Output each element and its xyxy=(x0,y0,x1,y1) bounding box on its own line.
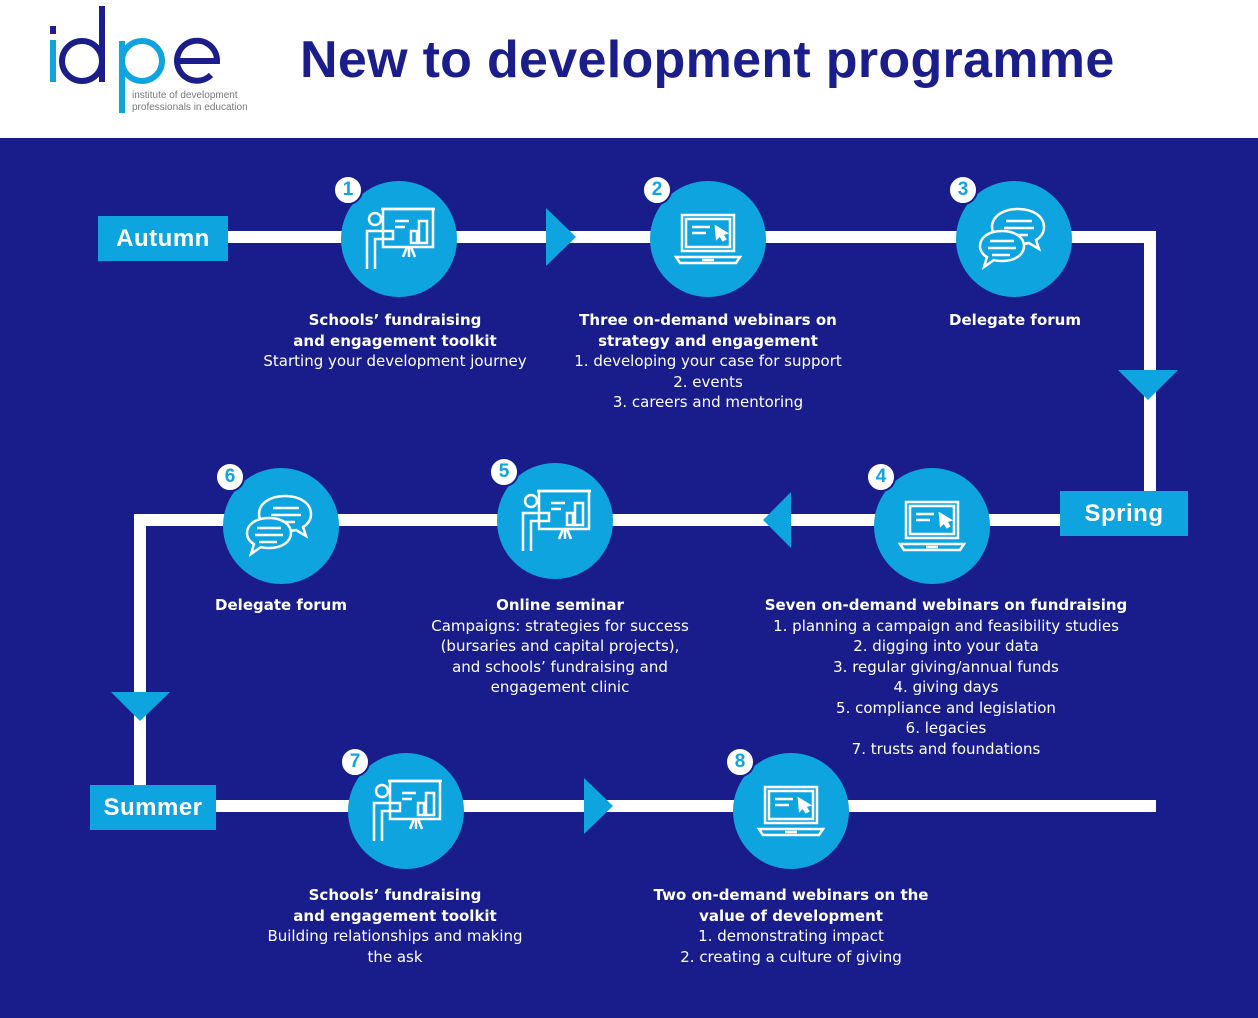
season-label-spring: Spring xyxy=(1060,491,1188,536)
presentation-icon xyxy=(359,199,439,279)
step-detail: 2. events xyxy=(673,372,743,391)
step-number-badge: 1 xyxy=(333,175,363,205)
step-description: Delegate forum xyxy=(815,310,1215,331)
presentation-icon xyxy=(515,481,595,561)
step-detail: 7. trusts and foundations xyxy=(851,739,1041,758)
header: institute of development professionals i… xyxy=(0,0,1258,138)
step-description: Delegate forum xyxy=(81,595,481,616)
step-detail: Building relationships and making xyxy=(267,927,523,945)
step-title: Online seminar xyxy=(496,596,624,614)
chat-icon xyxy=(241,486,321,566)
season-label-summer: Summer xyxy=(90,785,216,830)
step-title: value of development xyxy=(699,906,883,925)
step-title: Schools’ fundraising xyxy=(308,886,482,904)
step-detail: 2. creating a culture of giving xyxy=(680,947,902,966)
step-detail: (bursaries and capital projects), xyxy=(440,637,680,655)
arrow-right-icon xyxy=(546,208,576,266)
step-title: Delegate forum xyxy=(215,596,347,614)
path-lines xyxy=(111,208,1178,834)
step-circle xyxy=(348,753,464,869)
step-8: 8 xyxy=(725,747,853,873)
step-detail: 2. digging into your data xyxy=(853,637,1039,655)
step-number-badge: 6 xyxy=(215,462,245,492)
arrow-left-icon xyxy=(763,492,791,548)
step-detail: engagement clinic xyxy=(490,678,630,696)
arrow-down-icon xyxy=(111,692,170,721)
step-circle xyxy=(874,468,990,584)
step-detail: and schools’ fundraising and xyxy=(452,657,668,676)
season-label-autumn: Autumn xyxy=(98,216,228,261)
step-title: Schools’ fundraising xyxy=(308,311,482,329)
step-6: 6 xyxy=(215,462,343,588)
laptop-icon xyxy=(751,771,831,851)
step-title: strategy and engagement xyxy=(598,331,818,350)
step-title: Seven on-demand webinars on fundraising xyxy=(764,596,1128,614)
laptop-icon xyxy=(892,486,972,566)
laptop-icon xyxy=(668,199,748,279)
step-detail: 1. demonstrating impact xyxy=(698,927,884,945)
autumn-path xyxy=(220,231,1156,498)
step-title: Two on-demand webinars on the xyxy=(653,886,929,904)
step-title: and engagement toolkit xyxy=(293,906,497,925)
step-title: and engagement toolkit xyxy=(293,331,497,350)
idpe-logo-mark xyxy=(50,6,221,113)
presentation-icon xyxy=(366,771,446,851)
logo-subtitle-1: institute of development xyxy=(132,90,238,101)
step-circle xyxy=(650,181,766,297)
step-description: Three on-demand webinars on strategy and … xyxy=(508,310,908,413)
step-circle xyxy=(956,181,1072,297)
page-title: New to development programme xyxy=(300,31,1115,89)
step-title: Three on-demand webinars on xyxy=(579,311,837,329)
step-number-badge: 8 xyxy=(725,747,755,777)
step-number-badge: 3 xyxy=(948,175,978,205)
step-title: Delegate forum xyxy=(949,311,1081,329)
arrow-right-icon xyxy=(584,778,613,834)
step-detail: 1. planning a campaign and feasibility s… xyxy=(773,616,1119,635)
step-detail: 6. legacies xyxy=(905,719,987,737)
step-number-badge: 7 xyxy=(340,747,370,777)
chat-icon xyxy=(974,199,1054,279)
logo-subtitle-2: professionals in education xyxy=(132,102,248,113)
step-detail: Campaigns: strategies for success xyxy=(431,616,689,635)
step-detail: 4. giving days xyxy=(893,678,999,696)
step-number-badge: 5 xyxy=(489,457,519,487)
arrow-down-icon xyxy=(1118,370,1178,400)
step-description: Schools’ fundraising and engagement toolk… xyxy=(195,885,595,967)
step-description: Schools’ fundraising and engagement toolk… xyxy=(195,310,595,372)
step-circle xyxy=(733,753,849,869)
step-circle xyxy=(223,468,339,584)
step-detail: 5. compliance and legislation xyxy=(836,698,1056,717)
step-number-badge: 2 xyxy=(642,175,672,205)
step-1: 1 xyxy=(333,175,461,301)
step-2: 2 xyxy=(642,175,770,301)
step-detail: 1. developing your case for support xyxy=(574,352,842,370)
step-7: 7 xyxy=(340,747,468,873)
step-description: Two on-demand webinars on the value of de… xyxy=(591,885,991,967)
idpe-logo: institute of development professionals i… xyxy=(48,4,268,119)
step-circle xyxy=(341,181,457,297)
step-circle xyxy=(497,463,613,579)
step-description: Seven on-demand webinars on fundraising 1… xyxy=(746,595,1146,759)
step-5: 5 xyxy=(489,457,617,583)
step-detail: 3. careers and mentoring xyxy=(612,393,804,411)
step-number-badge: 4 xyxy=(866,462,896,492)
step-detail: the ask xyxy=(367,947,423,966)
step-detail: 3. regular giving/annual funds xyxy=(833,657,1059,676)
step-3: 3 xyxy=(948,175,1076,301)
step-4: 4 xyxy=(866,462,994,588)
step-detail: Starting your development journey xyxy=(263,352,527,370)
